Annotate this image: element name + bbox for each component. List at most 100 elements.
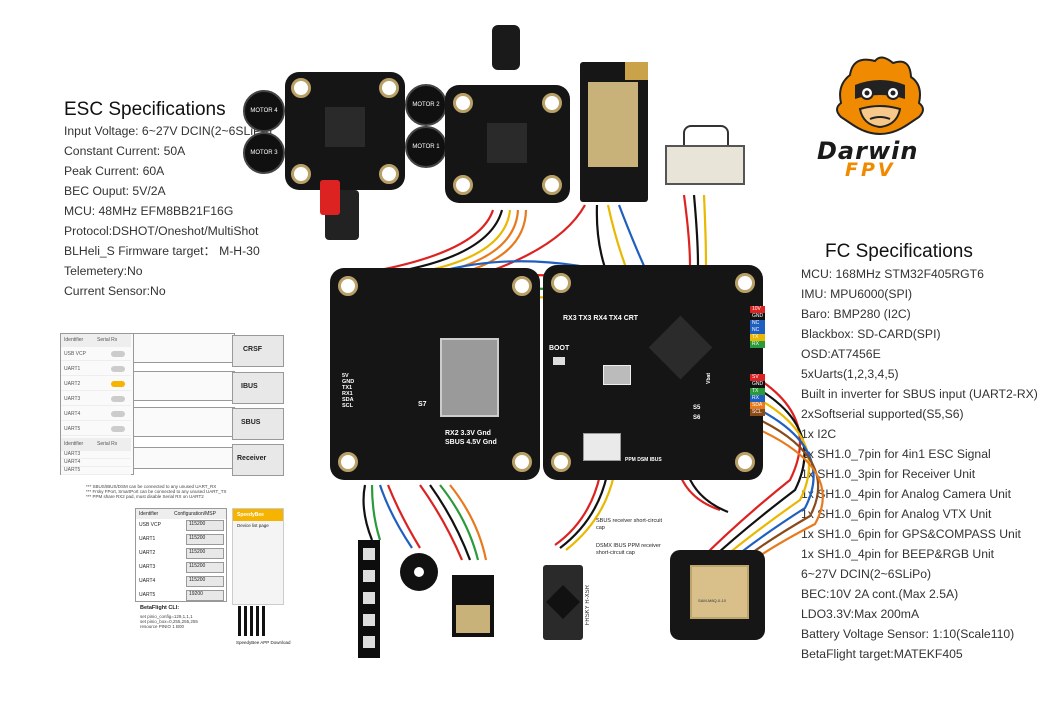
baud-select[interactable]: 115200	[186, 534, 224, 545]
serial-rx-toggle[interactable]	[111, 426, 125, 432]
sd-card-slot	[440, 338, 499, 417]
esc-spec-list: Input Voltage: 6~27V DCIN(2~6SLiPo) Cons…	[64, 121, 272, 301]
wire-led-green	[370, 484, 382, 541]
wire-bt-red	[419, 484, 464, 561]
fc-spec-line: 5xUarts(1,2,3,4,5)	[801, 367, 899, 381]
pin-label: SCL	[342, 403, 353, 409]
usb-port	[603, 365, 631, 385]
vtx-module	[580, 62, 648, 202]
ports-row: UART3	[61, 450, 131, 459]
sbus-cap-caption: SBUS receiver short-circuit cap	[596, 518, 663, 531]
mount-hole	[291, 78, 311, 98]
serial-rx-toggle[interactable]	[111, 366, 125, 372]
pad-label-s7: S7	[418, 401, 427, 408]
buzzer-icon	[400, 553, 438, 591]
serial-rx-toggle[interactable]	[111, 396, 125, 402]
cli-title: BetaFlight CLI:	[140, 605, 180, 611]
ports-header-identifier: Identifier	[64, 441, 84, 447]
mount-hole	[379, 164, 399, 184]
fc-spec-line: BEC:10V 2A cont.(Max 2.5A)	[801, 587, 959, 601]
fc-spec-line: Blackbox: SD-CARD(SPI)	[801, 327, 941, 341]
receiver-config-sbus	[133, 407, 235, 437]
ports-tab-panel: Identifier Serial Rx USB VCP UART1 UART2…	[60, 333, 134, 475]
right-wire-labels: 10V GND NC NC TX RX	[750, 306, 766, 348]
baud-select[interactable]: 115200	[186, 548, 224, 559]
esc-spec-line: MCU: 48MHz EFM8BB21F16G	[64, 204, 234, 218]
wire-label: TX	[750, 334, 766, 341]
fc-spec-line: 1x SH1.0_3pin for Receiver Unit	[801, 467, 976, 481]
pad-label-s6: S6	[693, 415, 701, 421]
receiver-name: IBUS	[241, 383, 258, 390]
led-icon	[363, 592, 375, 604]
mount-hole	[291, 164, 311, 184]
port-name: UART4	[64, 411, 81, 417]
config-port-name: UART4	[139, 578, 156, 584]
fc-spec-line: LDO3.3V:Max 200mA	[801, 607, 920, 621]
wire-rx-yellow	[565, 474, 616, 551]
ports-footer-header: Identifier Serial Rx	[61, 438, 131, 451]
pad-label-sbus: SBUS 4.5V Gnd	[445, 439, 497, 446]
pad-label-rx2: RX2 3.3V Gnd	[445, 430, 491, 437]
ports-row: UART3	[61, 393, 131, 406]
motor-2-label: MOTOR 2	[405, 84, 447, 126]
led-strip	[358, 540, 380, 658]
baud-select[interactable]: 115200	[186, 576, 224, 587]
receiver-label: FRSKY R-XSR	[585, 585, 591, 626]
baud-select[interactable]: 115200	[186, 520, 224, 531]
cli-commands: set pinio_config=129,1,1,1 set pinio_box…	[140, 614, 198, 629]
wire-gps-blue	[723, 409, 815, 567]
serial-rx-toggle[interactable]	[111, 381, 125, 387]
mount-hole	[735, 273, 755, 293]
port-name: USB VCP	[64, 351, 86, 357]
wire-buzzer-blue	[378, 484, 413, 549]
port-name: UART4	[64, 459, 81, 465]
wire-cam-black	[692, 194, 700, 266]
note-line: *** SBUS/IBUS/DSM can be connected to an…	[86, 484, 217, 489]
fc-spec-line: OSD:AT7456E	[801, 347, 881, 361]
receiver-config-crsf	[133, 333, 235, 363]
wire-cam-red	[682, 194, 692, 266]
wire-label: NC	[750, 320, 766, 327]
wire-gps-yellow	[715, 399, 810, 565]
ports-header-serial-rx: Serial Rx	[97, 337, 118, 343]
port-name: UART2	[64, 381, 81, 387]
serial-rx-toggle[interactable]	[111, 411, 125, 417]
pin-label: Vbat	[706, 373, 712, 384]
receiver-diagram-ppm: Receiver	[232, 444, 284, 476]
wire-buzzer-red	[386, 484, 421, 549]
ports-row: UART5	[61, 423, 131, 436]
wire-fc-bottom-black	[686, 474, 729, 514]
monkey-icon	[836, 56, 924, 135]
cli-line: resource PINIO 1 B00	[140, 624, 185, 629]
receiver-diagram-crsf: CRSF	[232, 335, 284, 367]
serial-rx-toggle[interactable]	[111, 351, 125, 357]
wire-label: NC	[750, 327, 766, 334]
fc-spec-line: 1x I2C	[801, 427, 837, 441]
baud-select[interactable]: 19200	[186, 590, 224, 601]
camera-body	[665, 145, 745, 185]
antenna-connector-icon	[625, 62, 648, 80]
fc-spec-line: MCU: 168MHz STM32F405RGT6	[801, 267, 984, 281]
mount-hole	[542, 175, 562, 195]
note-line: *** PPM share RX2 pad, must disable Seri…	[86, 494, 204, 499]
esc-chip	[325, 107, 365, 147]
esc-spec-line: Current Sensor:No	[64, 284, 166, 298]
capacitor-icon	[492, 25, 520, 70]
wire-label: 10V	[750, 306, 766, 313]
ports-row: UART1	[61, 363, 131, 376]
baud-select[interactable]: 115200	[186, 562, 224, 573]
boot-button[interactable]	[553, 357, 565, 365]
cli-line: set pinio_box=0,255,255,255	[140, 619, 198, 624]
vtx-shield	[588, 82, 638, 167]
led-icon	[363, 570, 375, 582]
ppm-pad-label: PPM DSM IBUS	[625, 457, 662, 463]
motor-1-label: MOTOR 1	[405, 126, 447, 168]
esc-chip	[487, 123, 527, 163]
gps-chip-label: SAM-M8Q-0-10	[698, 598, 727, 603]
cli-line: set pinio_config=129,1,1,1	[140, 614, 193, 619]
ports-row: USB VCP	[61, 348, 131, 361]
ports-row: UART4	[61, 458, 131, 467]
mount-hole	[735, 452, 755, 472]
receiver-diagram-ibus: IBUS	[232, 372, 284, 404]
ports-row: UART5	[61, 466, 131, 475]
